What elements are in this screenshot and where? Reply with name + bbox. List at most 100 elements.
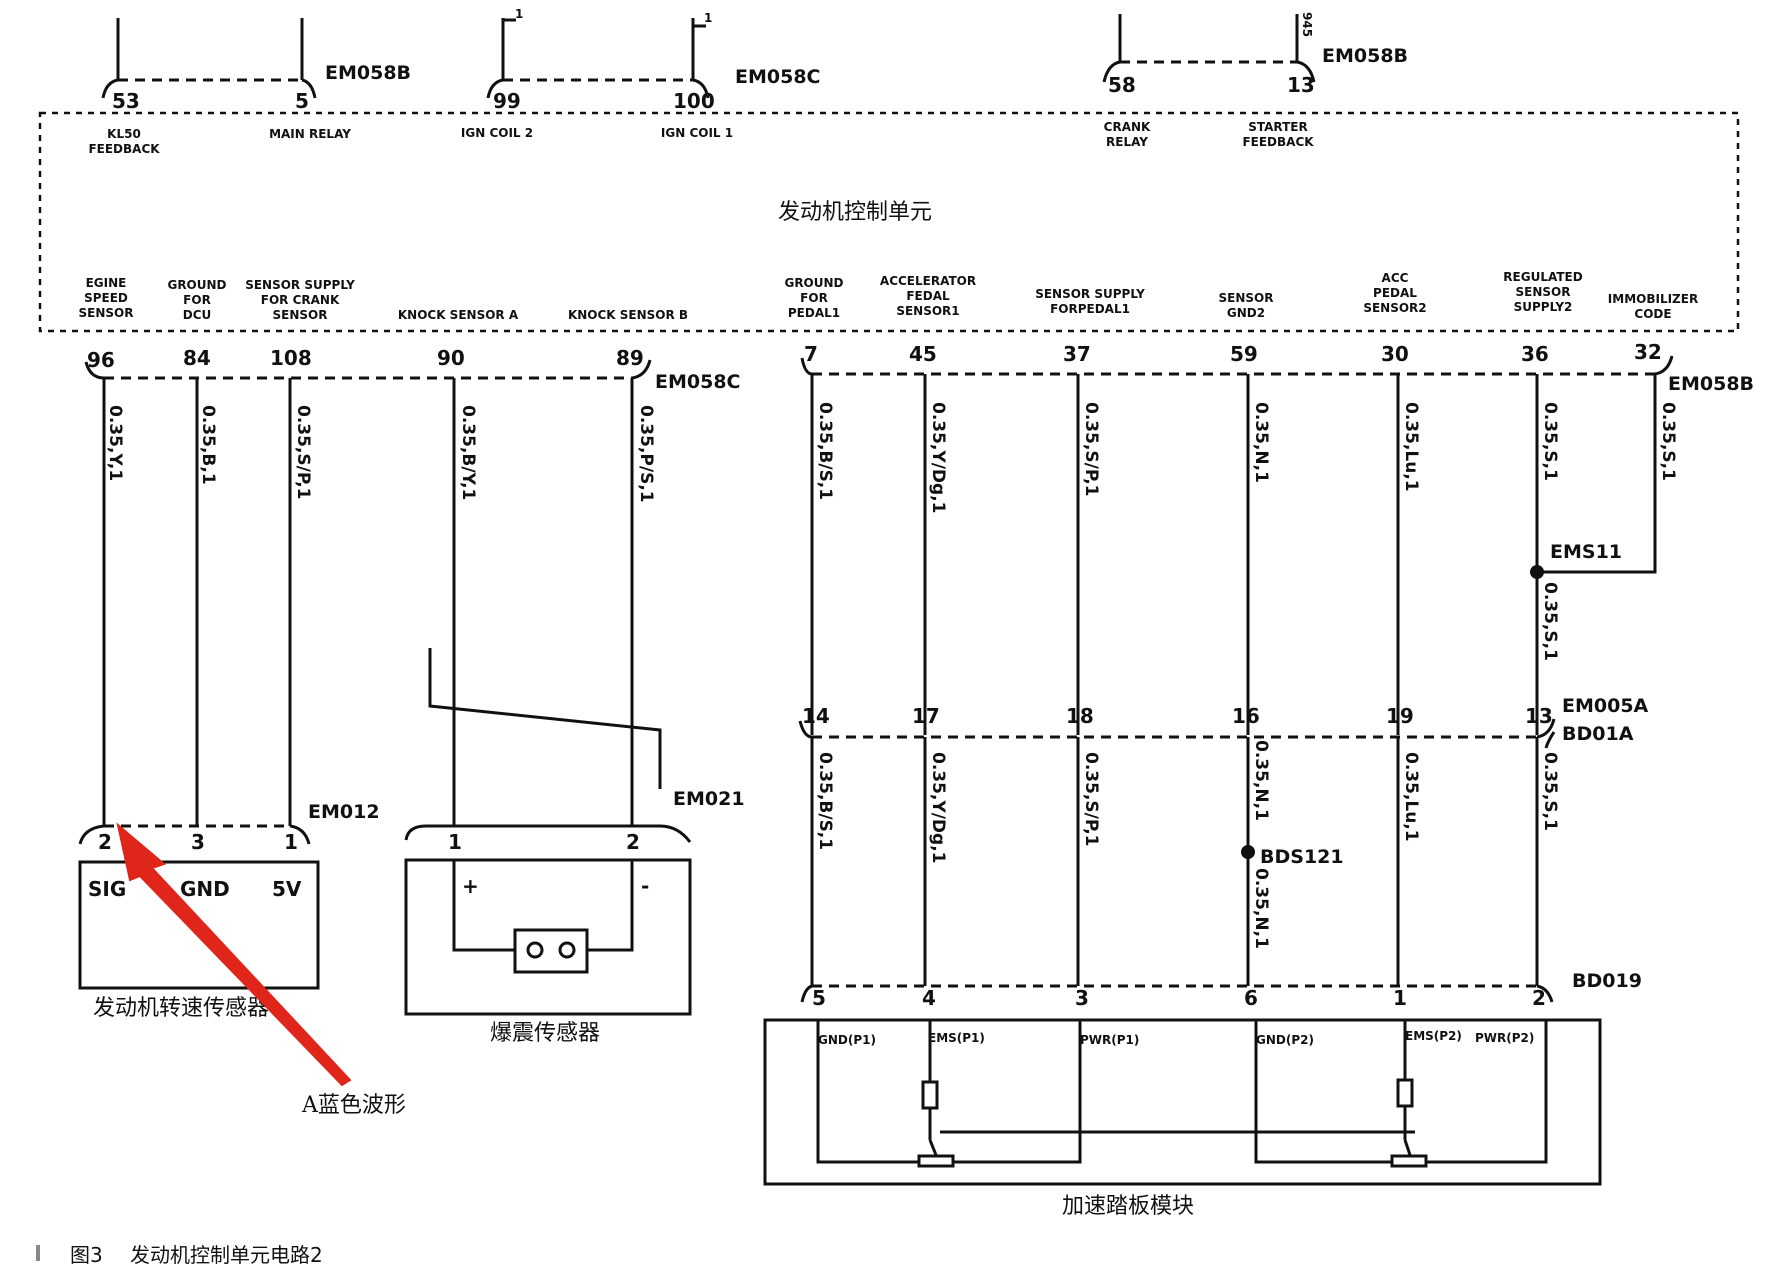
label-line: FOR: [800, 291, 828, 305]
wire-label-108: 0.35,S/P,1: [293, 405, 313, 499]
wire-label-90: 0.35,B/Y,1: [458, 405, 478, 500]
inline-pin-16: 16: [1232, 704, 1260, 728]
wire-label-18: 0.35,S/P,1: [1081, 752, 1101, 846]
wire-label-37: 0.35,S/P,1: [1081, 402, 1101, 496]
pin-96: 96: [87, 348, 115, 372]
annotation-label: A蓝色波形: [301, 1093, 406, 1118]
pin-7: 7: [804, 342, 818, 366]
knock-pin-1: 1: [448, 830, 462, 854]
label-line: DCU: [183, 308, 212, 322]
wire-label-14: 0.35,B/S,1: [815, 752, 835, 850]
label-line: SENSOR: [79, 306, 134, 320]
wires-right-upper: EMS11: [810, 374, 1657, 735]
label-line: SENSOR SUPPLY: [245, 278, 355, 292]
inline-pin-19: 19: [1386, 704, 1414, 728]
label-line: FOR: [183, 293, 211, 307]
label-line: SPEED: [84, 291, 128, 305]
label-line: REGULATED: [1503, 270, 1582, 284]
label-line: PEDAL: [1373, 286, 1417, 300]
pin-5: 5: [295, 89, 309, 113]
pedal-terminal-ems-p1: EMS(P1): [928, 1031, 985, 1045]
splice-ems11-dot: [1530, 565, 1544, 579]
pin-90: 90: [437, 346, 465, 370]
knock-sensor: EM021 1 2 + - 爆震传感器: [404, 788, 745, 1046]
connector-em005a: EM005A: [1562, 695, 1649, 717]
label-line: ACC: [1382, 271, 1409, 285]
ecu-title: 发动机控制单元: [778, 200, 932, 225]
label-line: FEDAL: [906, 289, 950, 303]
wire-labels-right-upper: 0.35,B/S,1 0.35,Y/Dg,1 0.35,S/P,1 0.35,N…: [815, 402, 1678, 661]
wire-label-7: 0.35,B/S,1: [815, 402, 835, 500]
label-line: SENSOR2: [1363, 301, 1426, 315]
pedal-pin-5: 5: [812, 986, 826, 1010]
top-pin-numbers: 53 5 99 100 58 13 EM058B EM058C EM058B 1…: [112, 7, 1408, 113]
figure-number: 图3: [70, 1243, 103, 1267]
label-line: SENSOR: [1219, 291, 1274, 305]
pin-name-90: KNOCK SENSOR A: [398, 308, 519, 322]
speed-sensor-box: [78, 860, 320, 990]
knock-minus: -: [641, 874, 649, 898]
wire-label-bds121: 0.35,N,1: [1251, 868, 1271, 949]
pin-53: 53: [112, 89, 140, 113]
wire-label-16: 0.35,N,1: [1251, 740, 1271, 821]
label-line: KL50: [107, 127, 141, 141]
pedal-module-title: 加速踏板模块: [1062, 1194, 1194, 1219]
pin-36: 36: [1521, 342, 1549, 366]
label-line: IMMOBILIZER: [1608, 292, 1698, 306]
connector-em058c-top: EM058C: [735, 66, 821, 88]
wire-label-96: 0.35,Y,1: [105, 405, 125, 481]
pedal-terminal-gnd-p1: GND(P1): [818, 1033, 876, 1047]
splice-bds121-label: BDS121: [1260, 846, 1344, 868]
terminal-5v: 5V: [272, 877, 302, 901]
pin-name-100: IGN COIL 1: [661, 126, 733, 140]
pin-89: 89: [616, 346, 644, 370]
pedal-terminal-pwr-p1: PWR(P1): [1080, 1033, 1139, 1047]
inline-pin-18: 18: [1066, 704, 1094, 728]
wire-label-36: 0.35,S,1: [1540, 402, 1560, 481]
pin-name-89: KNOCK SENSOR B: [568, 308, 688, 322]
pedal-pin-2: 2: [1532, 986, 1546, 1010]
label-line: IGN COIL 2: [461, 126, 533, 140]
splice-bds121-dot: [1241, 845, 1255, 859]
label-line: SENSOR1: [896, 304, 959, 318]
label-line: PEDAL1: [788, 306, 840, 320]
knock-sensor-title: 爆震传感器: [490, 1021, 600, 1046]
connector-em012: EM012: [308, 801, 380, 823]
pedal-module-box: [763, 1018, 1602, 1186]
wire-label-59: 0.35,N,1: [1251, 402, 1271, 483]
inline-pin-17: 17: [912, 704, 940, 728]
connector-em058c-bottom: EM058C: [655, 371, 741, 393]
pin-name-5: MAIN RELAY: [269, 127, 351, 141]
label-line: CRANK: [1104, 120, 1151, 134]
label-line: FEEDBACK: [88, 142, 160, 156]
wire-label-19: 0.35,Lu,1: [1401, 752, 1421, 842]
wire-labels-left: 0.35,Y,1 0.35,B,1 0.35,S/P,1 0.35,B/Y,1 …: [105, 405, 656, 503]
label-line: ACCELERATOR: [880, 274, 976, 288]
pin-84: 84: [183, 346, 211, 370]
label-line: FOR CRANK: [261, 293, 340, 307]
pin-37: 37: [1063, 342, 1091, 366]
pedal-pin-4: 4: [922, 986, 936, 1010]
splice-ems11-label: EMS11: [1550, 541, 1622, 563]
pin-99: 99: [493, 89, 521, 113]
label-line: GROUND: [167, 278, 226, 292]
pedal-pin-6: 6: [1244, 986, 1258, 1010]
pedal-terminal-ems-p2: EMS(P2): [1405, 1029, 1462, 1043]
connector-bd01a: BD01A: [1562, 723, 1634, 745]
blue-waveform-annotation: A蓝色波形: [116, 822, 406, 1118]
pin-32: 32: [1634, 340, 1662, 364]
label-line: KNOCK SENSOR A: [398, 308, 519, 322]
terminal-sig: SIG: [88, 877, 126, 901]
sensor-pin-2: 2: [98, 830, 112, 854]
knock-plus: +: [462, 874, 479, 898]
label-line: IGN COIL 1: [661, 126, 733, 140]
inline-pin-14: 14: [802, 704, 830, 728]
